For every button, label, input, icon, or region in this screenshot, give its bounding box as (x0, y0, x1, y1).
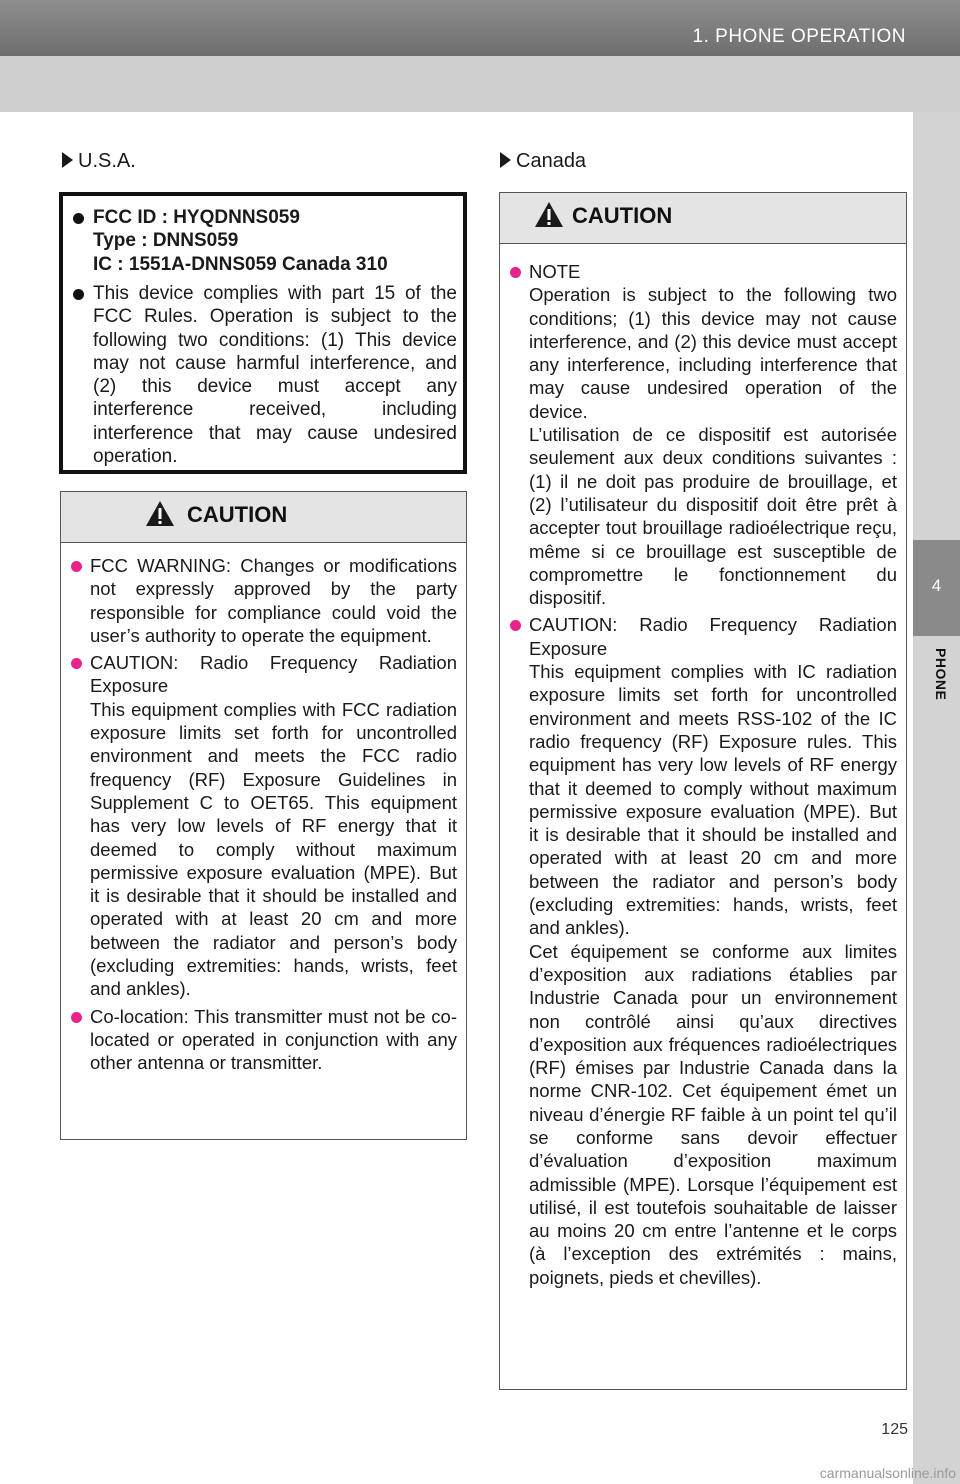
caution-item: CAUTION: Radio Frequency Radiation Expos… (510, 613, 897, 1289)
canada-caution-box: CAUTION NOTE Operation is subject to the… (499, 192, 907, 1390)
caution-item: Co-location: This transmitter must not b… (71, 1005, 457, 1075)
caution-list: NOTE Operation is subject to the followi… (510, 260, 897, 1289)
warning-icon (146, 501, 174, 526)
chapter-label: PHONE (933, 648, 949, 701)
caution-header: CAUTION (500, 193, 906, 244)
bullet-icon (510, 267, 521, 278)
bullet-icon (71, 658, 82, 670)
arrow-right-icon (500, 152, 511, 168)
caution-item: NOTE Operation is subject to the followi… (510, 260, 897, 609)
caution-item: CAUTION: Radio Frequency Radiation Expos… (71, 651, 457, 1000)
canada-heading-label: Canada (516, 150, 587, 172)
bullet-icon (73, 289, 84, 300)
bullet-icon (510, 620, 521, 632)
side-tab-strip-lower (913, 636, 960, 1484)
caution-item: FCC WARNING: Changes or modifications no… (71, 554, 457, 647)
caution-title: CAUTION (572, 203, 673, 228)
bullet-icon (71, 561, 82, 572)
bullet-icon (71, 1011, 82, 1023)
page-number: 125 (881, 1421, 908, 1438)
warning-icon (535, 202, 563, 227)
fcc-id-item: FCC ID : HYQDNNS059 Type : DNNS059 IC : … (73, 206, 457, 276)
side-tab-strip (913, 112, 960, 540)
chapter-title: 1. PHONE OPERATION (692, 26, 906, 47)
canada-heading: Canada (500, 150, 586, 173)
usa-caution-box: CAUTION FCC WARNING: Changes or modifica… (60, 491, 467, 1140)
fcc-id-text: FCC ID : HYQDNNS059 Type : DNNS059 IC : … (93, 207, 388, 275)
bullet-icon (73, 213, 84, 224)
caution-title: CAUTION (187, 502, 288, 527)
usa-heading: U.S.A. (62, 150, 136, 173)
header-bar: 1. PHONE OPERATION (0, 0, 960, 56)
usa-heading-label: U.S.A. (78, 150, 136, 172)
chapter-number-tab[interactable]: 4 (913, 540, 960, 636)
arrow-right-icon (62, 152, 73, 168)
caution-header: CAUTION (61, 492, 466, 543)
caution-list: FCC WARNING: Changes or modifications no… (71, 554, 457, 1075)
fcc-compliance-item: This device complies with part 15 of the… (73, 282, 457, 468)
fcc-info-box: FCC ID : HYQDNNS059 Type : DNNS059 IC : … (59, 192, 467, 474)
fcc-compliance-text: This device complies with part 15 of the… (93, 283, 457, 468)
watermark: carmanualsonline.info (819, 1465, 956, 1481)
